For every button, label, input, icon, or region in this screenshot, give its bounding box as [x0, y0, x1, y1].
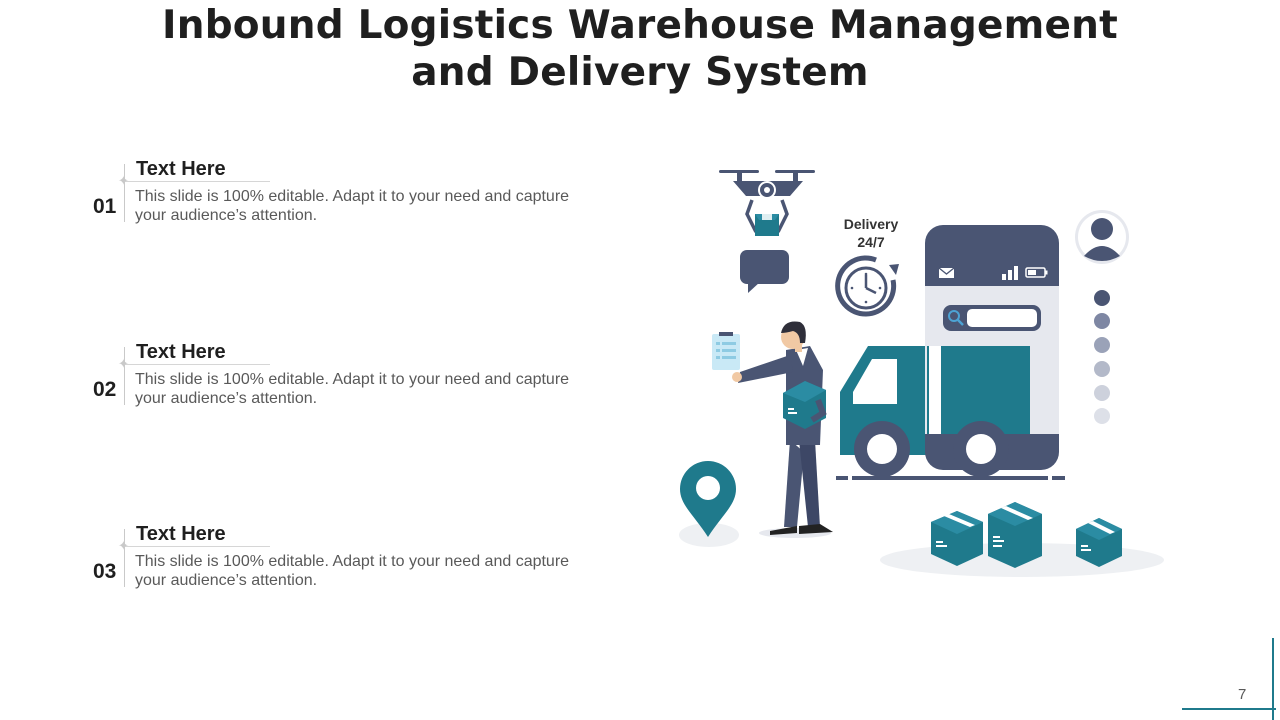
sparkle-icon: ✦ — [118, 173, 129, 188]
truck-wheel — [854, 421, 910, 477]
item-divider-horizontal — [124, 546, 270, 547]
progress-dot — [1094, 385, 1110, 401]
item-number: 01 — [93, 195, 117, 218]
item-divider-vertical — [124, 529, 125, 587]
delivery-man-icon — [732, 321, 833, 535]
signal-icon — [1002, 266, 1018, 280]
item-heading: Text Here — [136, 341, 226, 363]
progress-dot — [1094, 408, 1110, 424]
item-body-line1: This slide is 100% editable. Adapt it to… — [135, 188, 570, 205]
corner-accent-vertical — [1272, 638, 1274, 720]
search-icon — [943, 305, 1041, 331]
clipboard-icon — [712, 332, 740, 370]
item-body-line1: This slide is 100% editable. Adapt it to… — [135, 553, 570, 570]
battery-icon — [1025, 267, 1048, 278]
user-avatar-icon — [1075, 210, 1129, 264]
item-number: 02 — [93, 378, 117, 401]
progress-dot — [1094, 313, 1110, 329]
corner-accent-horizontal — [1182, 708, 1276, 710]
list-item-01: 01 ✦ Text Here This slide is 100% editab… — [90, 158, 590, 238]
item-heading: Text Here — [136, 523, 226, 545]
phone-icon — [925, 225, 1059, 470]
slide-title-line2: and Delivery System — [411, 50, 869, 95]
page-number: 7 — [1238, 686, 1247, 703]
item-divider-horizontal — [124, 364, 270, 365]
item-divider-horizontal — [124, 181, 270, 182]
item-body: This slide is 100% editable. Adapt it to… — [135, 552, 575, 590]
list-item-02: 02 ✦ Text Here This slide is 100% editab… — [90, 341, 590, 421]
item-body-line2: your audience’s attention. — [135, 390, 318, 407]
delivery-label-line1: Delivery — [844, 216, 899, 232]
truck-wheel — [953, 421, 1009, 477]
item-divider-vertical — [124, 164, 125, 222]
list-item-03: 03 ✦ Text Here This slide is 100% editab… — [90, 523, 590, 603]
package-icon — [931, 511, 983, 566]
item-divider-vertical — [124, 347, 125, 405]
location-pin-icon — [680, 461, 736, 537]
progress-dot — [1094, 337, 1110, 353]
item-body-line2: your audience’s attention. — [135, 572, 318, 589]
sparkle-icon: ✦ — [118, 356, 129, 371]
progress-dot — [1094, 290, 1110, 306]
arm — [810, 398, 827, 423]
slide-title: Inbound Logistics Warehouse Management a… — [0, 2, 1280, 96]
progress-dot — [1094, 361, 1110, 377]
drone-icon — [719, 170, 815, 236]
mail-icon — [938, 267, 955, 278]
delivery-illustration: Delivery 24/7 — [679, 170, 1164, 577]
chat-bubble-icon — [740, 250, 789, 293]
item-body: This slide is 100% editable. Adapt it to… — [135, 187, 575, 225]
sparkle-icon: ✦ — [118, 538, 129, 553]
delivery-label-line2: 24/7 — [857, 234, 884, 250]
package-icon — [988, 502, 1042, 568]
item-body-line1: This slide is 100% editable. Adapt it to… — [135, 371, 570, 388]
item-number: 03 — [93, 560, 117, 583]
slide-title-line1: Inbound Logistics Warehouse Management — [162, 3, 1118, 48]
item-body: This slide is 100% editable. Adapt it to… — [135, 370, 575, 408]
road-line — [836, 476, 1065, 480]
package-icon — [1076, 518, 1122, 567]
item-body-line2: your audience’s attention. — [135, 207, 318, 224]
clock-icon — [835, 255, 899, 317]
item-heading: Text Here — [136, 158, 226, 180]
